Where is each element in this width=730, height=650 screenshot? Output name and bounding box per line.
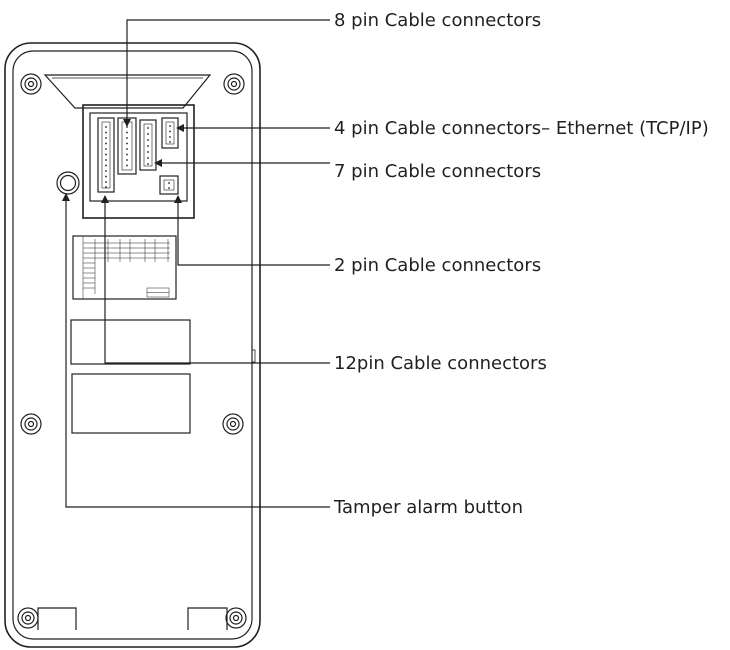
leader-line-12pin: [101, 195, 330, 364]
bottom-tab-right: [187, 607, 228, 630]
top-recess: [43, 74, 212, 109]
screw-mid-left: [20, 413, 42, 435]
screw-bottom-right: [225, 607, 247, 629]
callout-tamper: Tamper alarm button: [333, 497, 523, 518]
connector-compartment-inner: [89, 112, 188, 202]
connector-4pin: [161, 117, 179, 149]
connector-2pin: [159, 175, 179, 195]
device-inner-housing: [12, 50, 253, 640]
callout-4pin-ethernet: 4 pin Cable connectors– Ethernet (TCP/IP…: [334, 118, 709, 139]
callout-7pin: 7 pin Cable connectors: [334, 161, 541, 182]
leader-line-8pin: [123, 19, 330, 127]
wiring-label-sticker: [72, 235, 177, 300]
connector-12pin: [97, 117, 115, 193]
connector-7pin: [139, 119, 157, 171]
connector-compartment-frame: [82, 104, 195, 219]
screw-top-left: [20, 73, 42, 95]
callout-12pin: 12pin Cable connectors: [334, 353, 547, 374]
device-outer-housing: [4, 42, 261, 648]
callout-2pin: 2 pin Cable connectors: [334, 255, 541, 276]
callout-8pin: 8 pin Cable connectors: [334, 10, 541, 31]
screw-bottom-left: [17, 607, 39, 629]
leader-line-tamper: [62, 193, 330, 508]
side-notch: [251, 349, 256, 363]
label-plate-upper: [70, 319, 191, 365]
bottom-tab-left: [37, 607, 77, 630]
screw-top-right: [223, 73, 245, 95]
tamper-button: [56, 171, 80, 195]
leader-line-2pin: [174, 195, 330, 266]
screw-mid-right: [222, 413, 244, 435]
label-plate-lower: [71, 373, 191, 434]
wiring-label-grid: [82, 236, 170, 299]
